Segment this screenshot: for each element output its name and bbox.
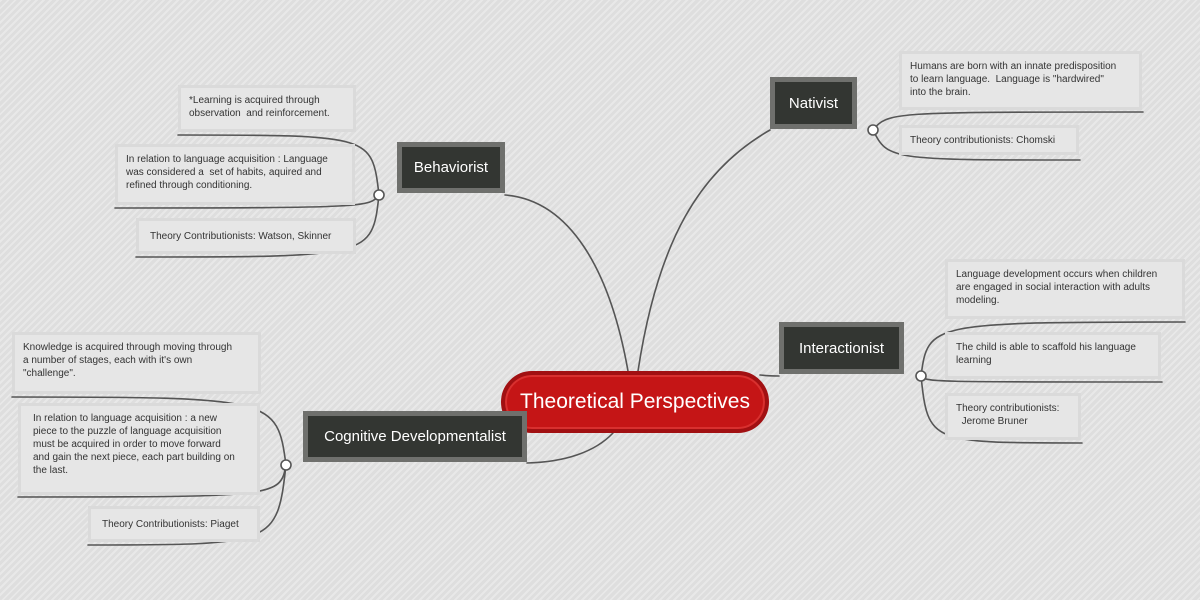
- note-cognitive-stages[interactable]: Knowledge is acquired through moving thr…: [12, 332, 261, 394]
- connector-interactionist: [759, 374, 780, 377]
- expand-node-cognitive[interactable]: [280, 459, 292, 471]
- note-behaviorist-learning[interactable]: *Learning is acquired through observatio…: [178, 85, 356, 132]
- topic-nativist-label: Nativist: [788, 94, 839, 112]
- note-cognitive-puzzle[interactable]: In relation to language acquisition : a …: [18, 403, 260, 495]
- expand-node-behaviorist[interactable]: [373, 189, 385, 201]
- connector-nativist-note-2: [872, 129, 1081, 161]
- note-behaviorist-language[interactable]: In relation to language acquisition : La…: [115, 144, 355, 205]
- central-topic[interactable]: Theoretical Perspectives: [501, 371, 769, 433]
- expand-node-interactionist[interactable]: [915, 370, 927, 382]
- topic-interactionist-label: Interactionist: [798, 339, 885, 357]
- topic-nativist[interactable]: Nativist: [770, 77, 857, 129]
- connector-interactionist-note-1: [920, 321, 1186, 377]
- note-interactionist-scaffold[interactable]: The child is able to scaffold his langua…: [945, 332, 1161, 379]
- topic-cognitive-label: Cognitive Developmentalist: [324, 428, 506, 445]
- connector-behaviorist: [504, 194, 629, 372]
- connector-behaviorist-note-1: [177, 134, 380, 196]
- topic-behaviorist[interactable]: Behaviorist: [397, 142, 505, 193]
- note-interactionist-social[interactable]: Language development occurs when childre…: [945, 259, 1185, 319]
- topic-behaviorist-label: Behaviorist: [413, 159, 489, 176]
- connector-cognitive: [526, 432, 614, 464]
- topic-interactionist[interactable]: Interactionist: [779, 322, 904, 374]
- topic-cognitive-developmentalist[interactable]: Cognitive Developmentalist: [303, 411, 527, 462]
- note-interactionist-contributionists[interactable]: Theory contributionists: Jerome Bruner: [945, 393, 1081, 440]
- note-nativist-innate[interactable]: Humans are born with an innate predispos…: [899, 51, 1142, 110]
- connector-nativist-note-1: [872, 111, 1144, 131]
- expand-node-nativist[interactable]: [867, 124, 879, 136]
- central-topic-label: Theoretical Perspectives: [520, 390, 750, 413]
- note-nativist-contributionists[interactable]: Theory contributionists: Chomski: [899, 125, 1079, 155]
- note-behaviorist-contributionists[interactable]: Theory Contributionists: Watson, Skinner: [136, 218, 356, 254]
- connector-nativist: [637, 129, 771, 372]
- note-cognitive-contributionists[interactable]: Theory Contributionists: Piaget: [88, 506, 260, 542]
